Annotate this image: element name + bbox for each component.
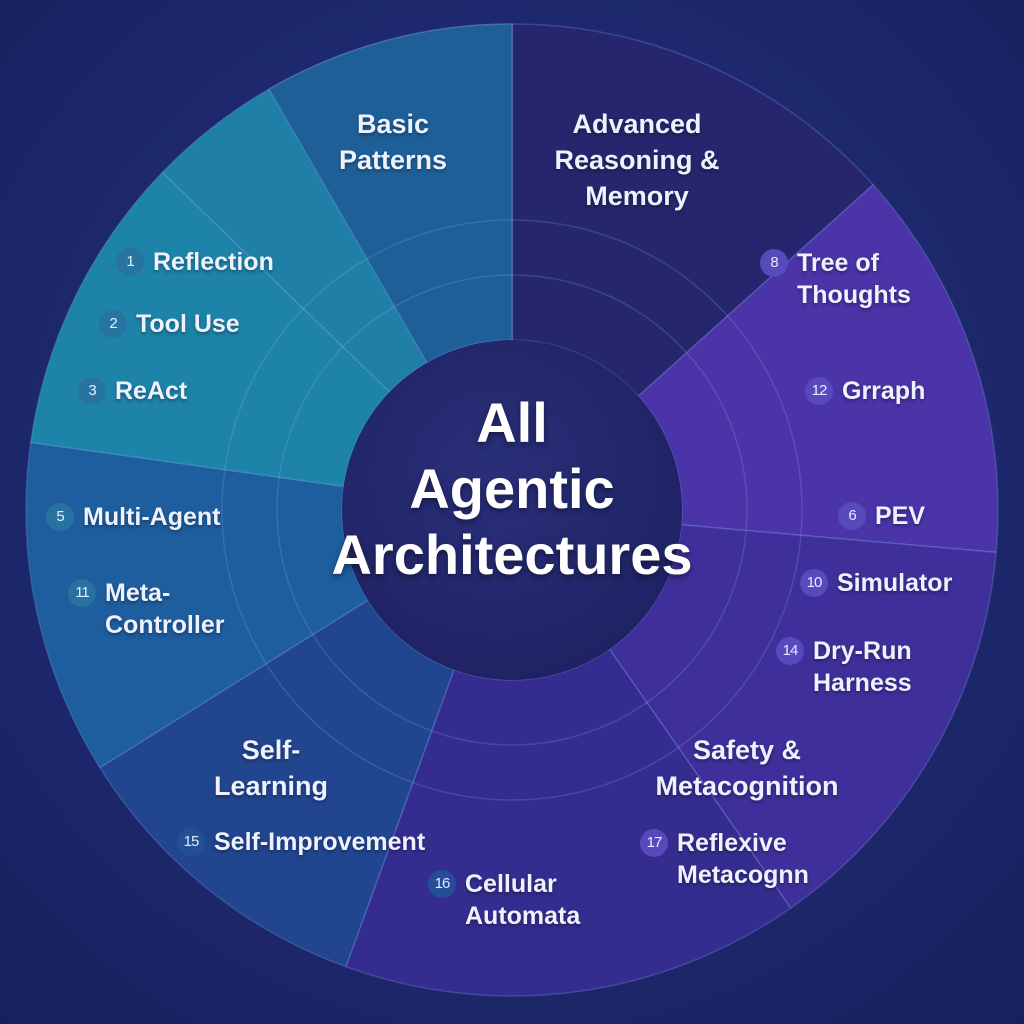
number-badge: 14 xyxy=(776,637,804,665)
item-tool-use: 2 Tool Use xyxy=(99,308,240,340)
number-badge: 15 xyxy=(177,828,205,856)
number-badge: 2 xyxy=(99,310,127,338)
number-badge: 16 xyxy=(428,870,456,898)
group-title-safety-metacognition: Safety &Metacognition xyxy=(655,735,839,801)
group-title-self-learning: Self-Learning xyxy=(213,735,329,801)
decorative-ring-2 xyxy=(221,219,803,801)
number-badge: 12 xyxy=(805,377,833,405)
item-graph: 12 Grraph xyxy=(805,375,925,407)
center-hub xyxy=(342,340,682,680)
number-badge: 11 xyxy=(68,579,96,607)
item-self-improvement: 15 Self-Improvement xyxy=(177,826,425,858)
decorative-ring-1 xyxy=(276,274,748,746)
number-badge: 6 xyxy=(838,502,866,530)
sector-safety-metacognition xyxy=(344,648,792,997)
number-badge: 5 xyxy=(46,503,74,531)
center-title: All Agentic Architectures xyxy=(331,391,693,586)
number-badge: 3 xyxy=(78,377,106,405)
item-meta-controller: 11 Meta-Controller xyxy=(68,577,224,641)
number-badge: 17 xyxy=(640,829,668,857)
item-react: 3 ReAct xyxy=(78,375,187,407)
item-simulator: 10 Simulator xyxy=(800,567,952,599)
item-pev: 6 PEV xyxy=(838,500,925,532)
number-badge: 8 xyxy=(760,249,788,277)
number-badge: 1 xyxy=(116,248,144,276)
number-badge: 10 xyxy=(800,569,828,597)
item-reflection: 1 Reflection xyxy=(116,246,274,278)
item-multi-agent: 5 Multi-Agent xyxy=(46,501,220,533)
